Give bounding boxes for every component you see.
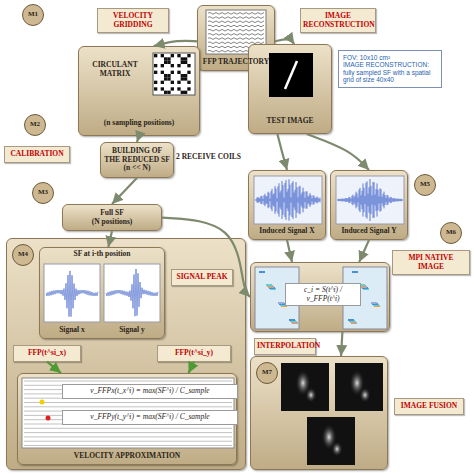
node-text: M1	[23, 5, 43, 24]
step-label: MPI NATIVE IMAGE	[392, 250, 470, 275]
process-box: BUILDING OF THE REDUCED SF(n << N)	[100, 142, 174, 178]
note-box: FOV: 10x10 cm²IMAGE RECONSTRUCTION: full…	[338, 50, 442, 88]
node-text: INTERPOLATION	[257, 342, 313, 351]
node-text: VELOCITY GRIDDING	[100, 12, 166, 29]
node-text: Signal y	[104, 326, 160, 335]
step-number: M7	[256, 362, 278, 384]
step-label: IMAGE FUSION	[394, 398, 464, 415]
node-text: (n << N)	[104, 164, 170, 173]
node-text: FFP TRAJECTORY	[200, 58, 272, 67]
annotation-label: 2 RECEIVE COILS	[176, 152, 241, 161]
node-text: v_FFPx(t_x^i) = max(SF^i) / C_sample	[62, 384, 238, 399]
node-text: M2	[25, 115, 45, 134]
step-badge: M5	[414, 174, 436, 196]
node-text: CIRCULANT MATRIX	[82, 61, 148, 78]
matrix-panel: CIRCULANT MATRIX (n sampling positions)	[78, 46, 200, 136]
node-text: FFP(t^si_x)	[16, 349, 78, 358]
node-text: IMAGE RECONSTRUCTION: fully sampled SF w…	[343, 61, 437, 83]
node-text: M3	[33, 183, 53, 202]
node-text: IMAGE RECONSTRUCTION	[303, 12, 373, 29]
node-text: Induced Signal Y	[333, 227, 405, 236]
node-text: (n sampling positions)	[82, 119, 196, 128]
ffp-label: FFP(t^si_y)	[157, 345, 231, 362]
trajectory-panel: FFP TRAJECTORY	[197, 5, 275, 71]
step-badge: M6	[440, 222, 462, 244]
fusion-panel: M7	[250, 356, 388, 470]
node-text: (N positions)	[66, 218, 158, 227]
node-text: SF at i-th position	[42, 250, 162, 259]
step-label: IMAGE RECONSTRUCTION	[300, 8, 376, 33]
step-badge: M1	[22, 4, 44, 26]
node-text: v_FFPy(t_y^i) = max(SF^i) / C_sample	[62, 410, 238, 425]
callout-label: SIGNAL PEAK	[171, 269, 233, 286]
node-text: Induced Signal X	[251, 227, 323, 236]
node-text: Signal x	[44, 326, 100, 335]
flow-arrow	[341, 332, 342, 356]
flow-arrow	[307, 134, 369, 170]
step-label: VELOCITY GRIDDING	[97, 8, 169, 33]
flow-arrow	[287, 240, 292, 262]
step-number: M4	[12, 244, 34, 266]
group-panel: M4 SF at i-th positionSignal x Signal y SIG…	[6, 238, 246, 470]
node-text: BUILDING OF THE REDUCED SF	[104, 147, 170, 164]
flow-arrow	[112, 178, 137, 204]
node-text: c_i = S(t^i) / v_FFP(t^i)	[285, 283, 361, 306]
node-text: IMAGE FUSION	[397, 402, 461, 411]
node-text: VELOCITY APPROXIMATION	[20, 452, 234, 461]
flow-arrow	[277, 134, 287, 170]
node-text: CALIBRATION	[7, 150, 67, 159]
node-text: M6	[441, 223, 461, 242]
step-label: INTERPOLATION	[254, 338, 316, 355]
node-text: MPI NATIVE IMAGE	[395, 254, 467, 271]
illustration	[40, 248, 166, 340]
signal-panel: SF at i-th positionSignal x Signal y	[39, 247, 165, 339]
flow-arrow	[359, 240, 369, 262]
signal-panel: Induced Signal Y	[330, 170, 408, 240]
step-badge: M2	[24, 114, 46, 136]
node-text: M5	[415, 175, 435, 194]
node-text: Full SF	[66, 209, 158, 218]
process-box: Full SF(N positions)	[62, 204, 162, 231]
native-image-panel: c_i = S(t^i) / v_FFP(t^i)	[250, 262, 390, 332]
node-text: FOV: 10x10 cm²	[343, 54, 437, 61]
ffp-label: FFP(t^si_x)	[13, 345, 81, 362]
step-badge: M3	[32, 182, 54, 204]
node-text: TEST IMAGE	[251, 117, 329, 126]
node-text: SIGNAL PEAK	[174, 273, 230, 282]
velocity-panel: v_FFPx(t_x^i) = max(SF^i) / C_sample v_FF…	[17, 373, 237, 465]
step-label: CALIBRATION	[4, 146, 70, 163]
node-text: FFP(t^si_y)	[160, 349, 228, 358]
signal-panel: Induced Signal X	[248, 170, 326, 240]
